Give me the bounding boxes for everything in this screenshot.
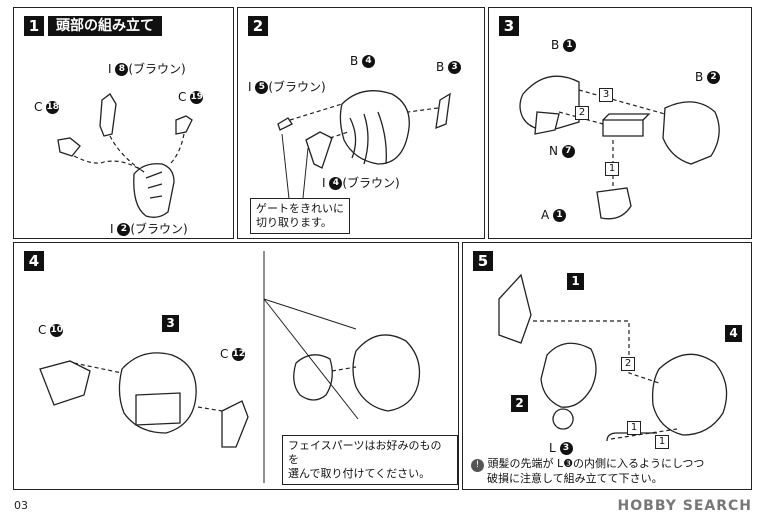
step-4-panel: 4 C 10 C 12 3 フェイスパーツはお好みのものを 選んで取り付けてくだ… [13, 242, 459, 490]
part-number-badge: 4 [362, 55, 376, 68]
part-number-badge: 10 [50, 324, 64, 337]
step-5-panel: 5 1 2 4 L 3 2 1 1 ! 頭髪の先端が L❸の内側に入るようにしつ… [462, 242, 752, 490]
face-parts-note: フェイスパーツはお好みのものを 選んで取り付けてください。 [282, 435, 458, 485]
step-title: 頭部の組み立て [48, 16, 162, 36]
step-4-illustration [39, 251, 421, 483]
step-3-illustration [519, 75, 720, 220]
part-label-b3: B 3 [436, 60, 462, 74]
caution-note: ! 頭髪の先端が L❸の内側に入るようにしつつ 破損に注意して組み立てて下さい。 [471, 457, 704, 486]
part-label-l3: L 3 [549, 441, 573, 455]
part-label-c10: C 10 [38, 323, 64, 337]
sequence-marker: 3 [599, 88, 613, 102]
step-number: 4 [24, 251, 44, 271]
step-number: 2 [248, 16, 268, 36]
step-2-panel: 2 I 5(ブラウン) B 4 B 3 I 4(ブラウン) ゲートをきれいに 切… [237, 7, 485, 239]
gate-note: ゲートをきれいに 切り取ります。 [250, 198, 350, 234]
step-5-illustration [498, 273, 728, 442]
caution-text-line2: 破損に注意して組み立てて下さい。 [487, 472, 663, 485]
part-label-c12: C 12 [220, 347, 246, 361]
part-label-b1: B 1 [551, 38, 577, 52]
part-number-badge: 2 [707, 71, 721, 84]
step-3-panel: 3 B 1 B 2 N 7 A 1 3 2 1 [488, 7, 752, 239]
part-label-i5: I 5(ブラウン) [248, 80, 326, 94]
step-number: 5 [473, 251, 493, 271]
step-number: 1 [24, 16, 44, 36]
part-number-badge: 1 [563, 39, 577, 52]
part-label-i4: I 4(ブラウン) [322, 176, 400, 190]
part-label-a1: A 1 [541, 208, 567, 222]
part-number-badge: 4 [329, 177, 343, 190]
subassembly-ref-2: 2 [511, 395, 528, 412]
part-label-i2: I 2(ブラウン) [110, 222, 188, 236]
part-number-badge: 5 [255, 81, 269, 94]
part-label-b2: B 2 [695, 70, 721, 84]
subassembly-ref-4: 4 [725, 325, 742, 342]
part-label-b4: B 4 [350, 54, 376, 68]
part-number-badge: 3 [559, 442, 573, 455]
step-number: 3 [499, 16, 519, 36]
sequence-marker: 1 [655, 435, 669, 449]
part-number-badge: 1 [553, 209, 567, 222]
part-number-badge: 7 [561, 145, 575, 158]
part-label-n7: N 7 [549, 144, 575, 158]
part-number-badge: 12 [232, 348, 246, 361]
step-2-illustration [277, 90, 451, 209]
sequence-marker: 2 [575, 106, 589, 120]
part-number-badge: 18 [46, 101, 60, 114]
step-1-illustration [57, 93, 193, 218]
part-number-badge: 3 [448, 61, 462, 74]
part-label-c18: C 18 [34, 100, 60, 114]
subassembly-ref-3: 3 [162, 315, 179, 332]
part-label-c19: C 19 [178, 90, 204, 104]
part-number-badge: 2 [117, 223, 131, 236]
part-label-i8: I 8(ブラウン) [108, 62, 186, 76]
sequence-marker: 1 [605, 162, 619, 176]
page-number: 03 [14, 499, 28, 512]
sequence-marker: 2 [621, 357, 635, 371]
subassembly-ref-1: 1 [567, 273, 584, 290]
caution-icon: ! [471, 459, 484, 472]
part-number-badge: 19 [190, 91, 204, 104]
sequence-marker: 1 [627, 421, 641, 435]
watermark: HOBBY SEARCH [617, 498, 752, 514]
part-number-badge: 8 [115, 63, 129, 76]
caution-text-line1: 頭髪の先端が L❸の内側に入るようにしつつ [487, 457, 705, 470]
step-1-panel: 1 頭部の組み立て I 8(ブラウン) C 18 C 19 I 2(ブラウン) [13, 7, 234, 239]
